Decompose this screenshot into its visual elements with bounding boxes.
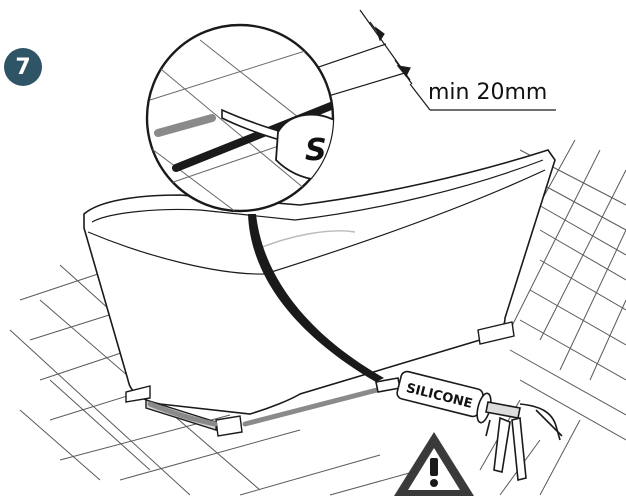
silicone-bead — [147, 381, 403, 427]
sealant-letter: S — [305, 133, 327, 168]
step-number-badge: 7 — [4, 48, 42, 86]
magnifier-callout — [145, 23, 335, 213]
bathtub — [83, 149, 556, 415]
dimension-label: min 20mm — [428, 80, 548, 105]
caulk-gun-icon — [375, 370, 563, 482]
warning-icon — [394, 432, 474, 496]
